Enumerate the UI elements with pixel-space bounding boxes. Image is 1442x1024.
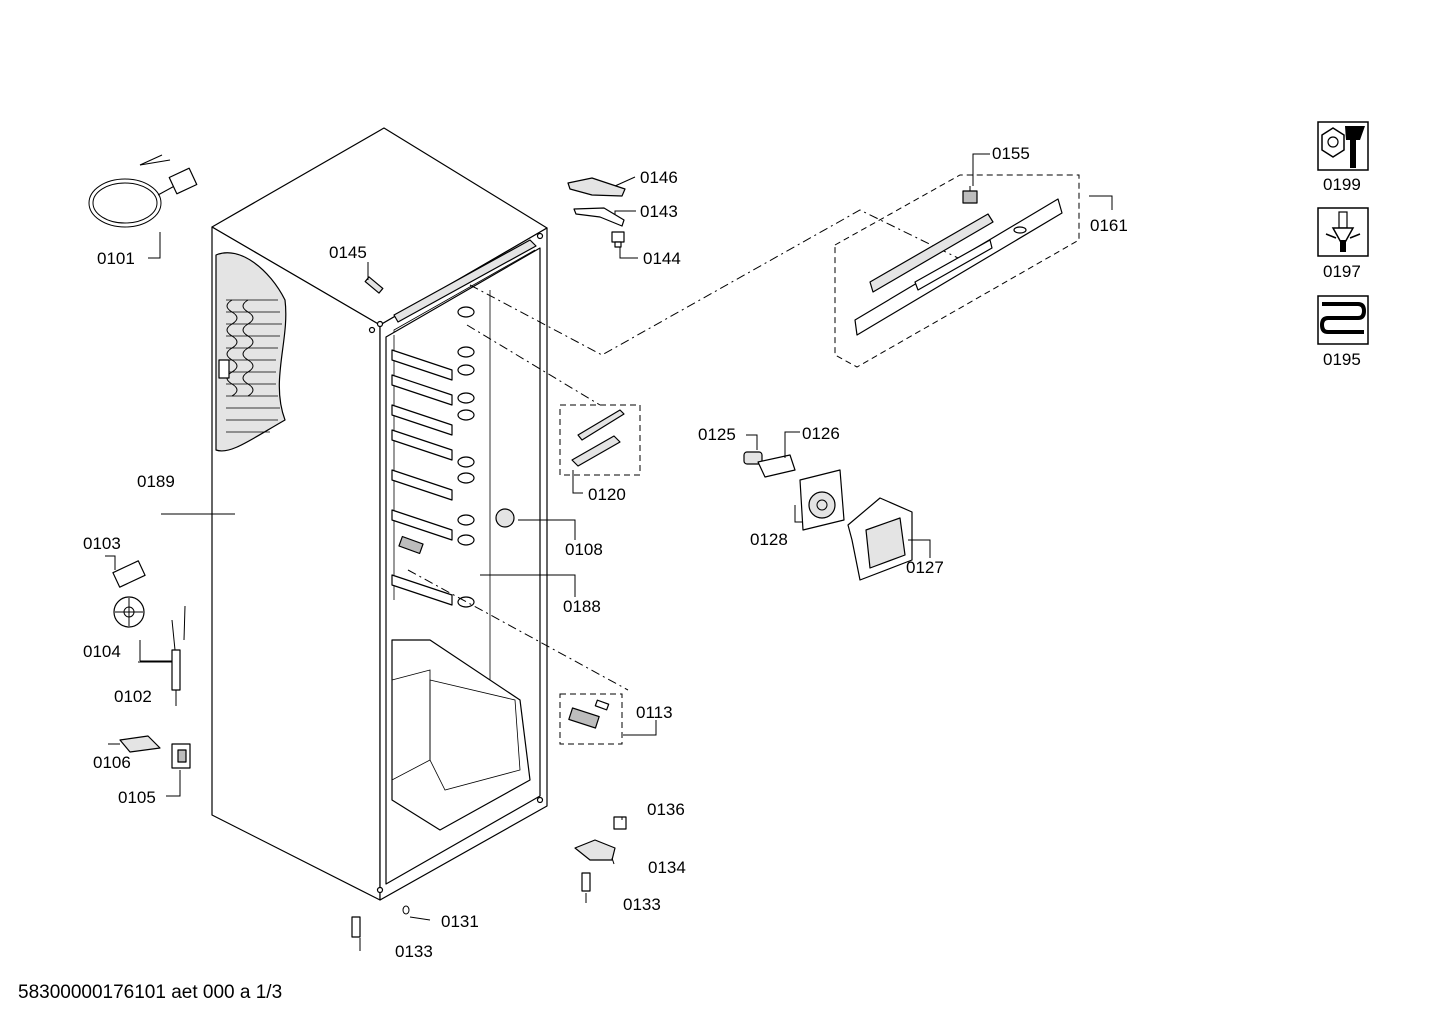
label-0189: 0189 <box>137 472 175 491</box>
label-0155: 0155 <box>992 144 1030 163</box>
heater-coil-icon <box>1317 295 1369 345</box>
fan-assembly-parts <box>743 451 913 581</box>
legend-label-0195: 0195 <box>1323 350 1361 369</box>
pin-part-0145 <box>364 276 384 294</box>
label-0134: 0134 <box>648 858 686 877</box>
label-0133-foot: 0133 <box>395 942 433 961</box>
legend-label-0197: 0197 <box>1323 262 1361 281</box>
wheel-part <box>113 596 145 628</box>
label-0128: 0128 <box>750 530 788 549</box>
label-0125: 0125 <box>698 425 736 444</box>
refrigerator-cabinet <box>211 127 548 901</box>
relay-parts <box>119 735 191 769</box>
label-0133-hinge: 0133 <box>623 895 661 914</box>
label-0101: 0101 <box>97 249 135 268</box>
label-0106: 0106 <box>93 753 131 772</box>
label-0104: 0104 <box>83 642 121 661</box>
legend-label-0199: 0199 <box>1323 175 1361 194</box>
label-0103: 0103 <box>83 534 121 553</box>
label-0120: 0120 <box>588 485 626 504</box>
lamp-parts-0120 <box>571 409 625 467</box>
part-labels: 0101 0145 0146 0143 0144 0155 0161 0189 … <box>83 144 1128 961</box>
control-panel-part <box>854 186 1063 336</box>
sensor-part <box>171 605 186 706</box>
label-0144: 0144 <box>643 249 681 268</box>
label-0145: 0145 <box>329 243 367 262</box>
label-0102: 0102 <box>114 687 152 706</box>
lamp-holder-0113 <box>568 699 610 729</box>
capacitor-part <box>112 560 146 588</box>
wrench-nut-icon <box>1317 121 1369 171</box>
label-0131: 0131 <box>441 912 479 931</box>
label-0161: 0161 <box>1090 216 1128 235</box>
label-0143: 0143 <box>640 202 678 221</box>
label-0105: 0105 <box>118 788 156 807</box>
label-0127: 0127 <box>906 558 944 577</box>
assembly-leader-lines <box>407 174 1080 745</box>
label-0108: 0108 <box>565 540 603 559</box>
label-0126: 0126 <box>802 424 840 443</box>
label-0113: 0113 <box>636 703 673 722</box>
document-id: 58300000176101 aet 000 a 1/3 <box>18 982 282 1003</box>
label-0188: 0188 <box>563 597 601 616</box>
label-0146: 0146 <box>640 168 678 187</box>
screwdriver-icon <box>1317 207 1369 257</box>
label-0136: 0136 <box>647 800 685 819</box>
power-cable-part <box>88 154 198 228</box>
callout-lines <box>105 153 1113 951</box>
bottom-hinge-parts <box>351 816 627 938</box>
top-hinge-parts <box>567 177 626 248</box>
legend: 0199 0197 0195 <box>1317 121 1369 369</box>
